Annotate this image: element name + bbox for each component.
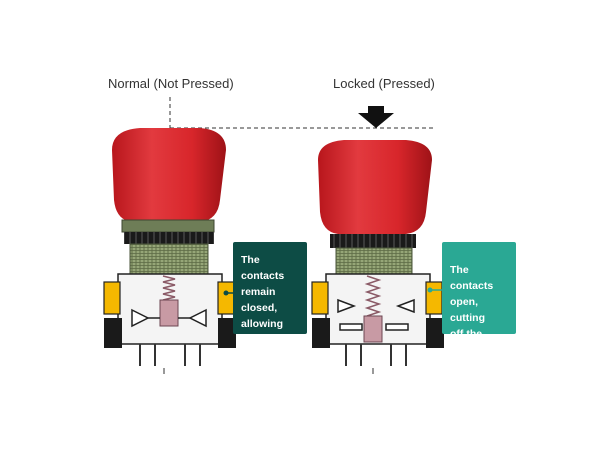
normal-red-cap: [112, 128, 226, 222]
locked-ring: [330, 234, 416, 248]
normal-spring: [162, 275, 176, 301]
normal-threaded-body: [129, 243, 209, 275]
normal-callout-line: allowing cur-: [241, 318, 283, 346]
locked-left-tab: [311, 281, 329, 315]
locked-right-tab: [425, 281, 443, 315]
callout-pointers: [223, 287, 442, 296]
normal-left-tab: [103, 281, 121, 315]
locked-spring: [364, 275, 382, 317]
locked-state-label: Locked (Pressed): [333, 76, 435, 91]
locked-base-right: [426, 318, 444, 348]
locked-contacts: [337, 298, 415, 331]
locked-callout-line: The contacts: [450, 264, 494, 292]
locked-plunger: [363, 315, 383, 343]
normal-button: [103, 128, 236, 366]
normal-contacts: [131, 308, 207, 328]
locked-callout-line: off the current.: [450, 328, 490, 356]
normal-callout-line: remain closed,: [241, 286, 278, 314]
normal-plunger: [159, 299, 179, 327]
locked-button: [311, 106, 444, 366]
normal-collar: [121, 219, 215, 233]
normal-callout: The contacts remain closed, allowing cur…: [233, 242, 307, 378]
normal-state-label: Normal (Not Pressed): [108, 76, 234, 91]
locked-pins: [345, 344, 407, 366]
locked-callout-line: open, cutting: [450, 296, 485, 324]
locked-threaded-body: [335, 247, 413, 275]
locked-red-cap: [318, 140, 432, 234]
normal-base-right: [218, 318, 236, 348]
normal-callout-line: The contacts: [241, 254, 285, 282]
normal-ring: [124, 232, 214, 244]
normal-pins: [139, 344, 201, 366]
down-arrow-icon: [358, 106, 394, 128]
normal-right-tab: [217, 281, 235, 315]
locked-callout: The contacts open, cutting off the curre…: [442, 242, 516, 356]
guide-lines: [163, 97, 435, 374]
locked-base-left: [312, 318, 330, 348]
normal-callout-line: rent to flow.: [241, 350, 274, 378]
normal-base-left: [104, 318, 122, 348]
